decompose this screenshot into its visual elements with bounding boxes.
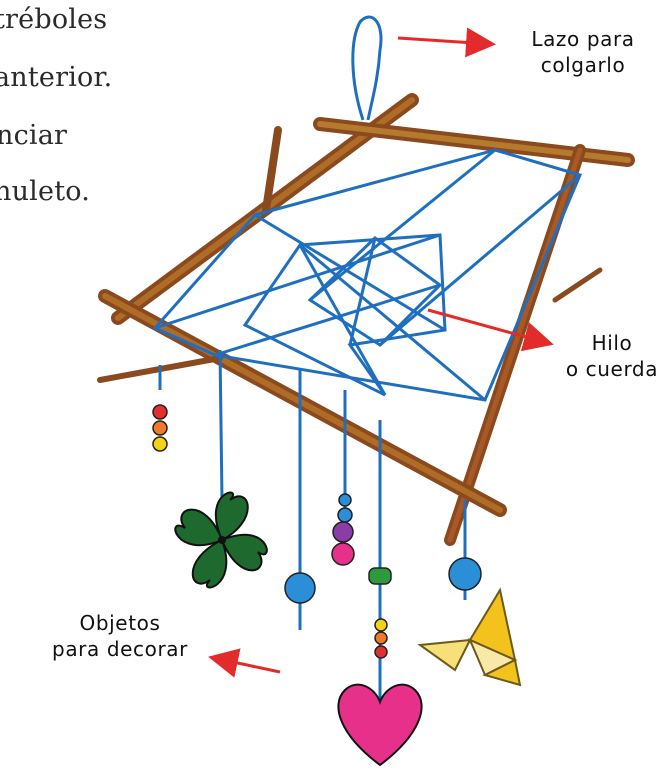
arrow-thread xyxy=(427,308,554,352)
callout-loop-line2: colgarlo xyxy=(540,53,626,77)
butterfly-charm xyxy=(417,587,522,687)
callout-objects: Objetos para decorar xyxy=(30,610,210,662)
blue-bead-right xyxy=(448,557,482,591)
blue-bead-left xyxy=(284,572,316,604)
callout-loop-line1: Lazo para xyxy=(531,27,635,51)
callout-objects-line2: para decorar xyxy=(52,637,188,661)
clover-charm xyxy=(174,491,268,589)
bead-strand-heart xyxy=(368,567,392,659)
paragraph-line-4: nuleto. xyxy=(0,176,91,207)
paragraph-line-2: anterior. xyxy=(0,62,113,93)
arrow-objects xyxy=(208,648,281,678)
paragraph-line-3: nciar xyxy=(0,120,68,151)
thread-web xyxy=(152,148,583,402)
frame-sticks xyxy=(97,93,635,546)
callout-thread-line1: Hilo xyxy=(591,331,633,355)
bead-strand-left xyxy=(152,404,168,452)
arrow-loop xyxy=(397,27,496,58)
callout-objects-line1: Objetos xyxy=(79,611,161,635)
callout-thread: Hilo o cuerda xyxy=(556,330,668,382)
heart-charm xyxy=(337,683,423,767)
callout-loop: Lazo para colgarlo xyxy=(508,26,658,78)
paragraph-line-1: tréboles xyxy=(0,4,108,35)
callout-thread-line2: o cuerda xyxy=(565,357,659,381)
bead-strand-middle xyxy=(331,493,355,566)
hanging-loop xyxy=(351,15,383,121)
